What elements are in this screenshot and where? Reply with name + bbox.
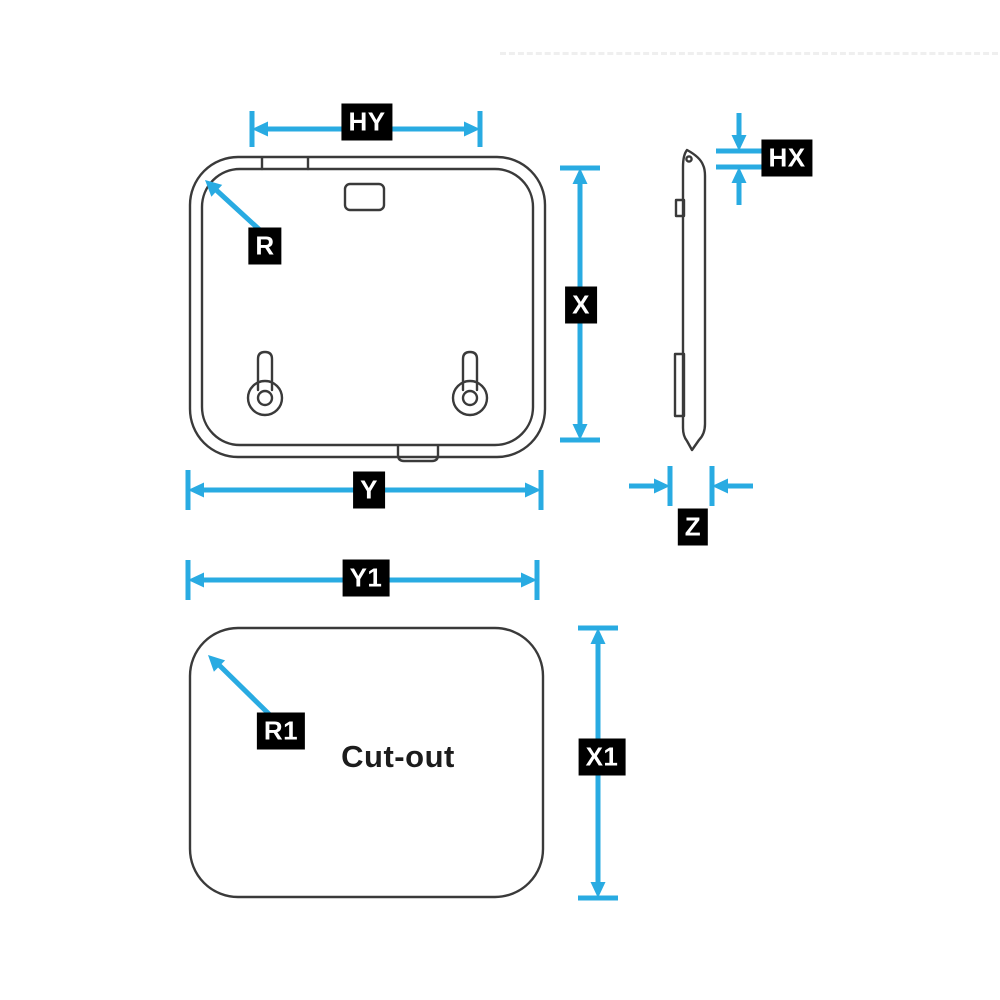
dim-label-hx: HX (761, 139, 813, 177)
hx-arrow-down (731, 135, 747, 151)
hx-dimension-lines (716, 113, 764, 205)
hatch-latch-window (343, 182, 386, 212)
keyhole-right-outer-circle (451, 379, 489, 417)
r-leader-line (212, 186, 264, 234)
side-small-bracket (674, 198, 686, 218)
dim-label-z: Z (677, 508, 709, 546)
side-view-drawing (673, 148, 707, 452)
r-arrowhead (205, 180, 223, 197)
hy-arrow-left (252, 121, 268, 137)
z-dimension-lines (629, 466, 753, 506)
side-profile-outline (681, 148, 707, 452)
r-leader (205, 180, 264, 234)
dim-label-y1: Y1 (342, 559, 390, 597)
hx-dimension (716, 113, 764, 205)
dim-label-r: R (248, 227, 282, 265)
hx-arrow-up (731, 167, 747, 183)
front-view-drawing (188, 155, 547, 463)
r1-arrowhead (208, 655, 226, 672)
dim-label-x1: X1 (578, 738, 626, 776)
z-arrow-left (712, 478, 728, 494)
keyhole-left-inner-circle (256, 389, 274, 407)
dim-label-r1: R1 (256, 712, 306, 750)
keyhole-right-slot (461, 350, 479, 392)
x1-arrow-bottom (590, 882, 606, 898)
hatch-top-hinge-tab (260, 156, 310, 171)
scan-artifact-dashes (500, 52, 998, 55)
y1-arrow-right (521, 572, 537, 588)
cutout-text-label: Cut-out (341, 739, 455, 774)
x-arrow-top (572, 168, 588, 184)
keyhole-left-outer-circle (246, 379, 284, 417)
x1-arrow-top (590, 628, 606, 644)
hy-arrow-right (464, 121, 480, 137)
dim-label-x: X (565, 286, 597, 324)
r1-leader (208, 655, 274, 719)
dim-label-hy: HY (341, 103, 393, 141)
side-hinge-pin (685, 155, 693, 163)
keyhole-right-inner-circle (461, 389, 479, 407)
hatch-inner-frame (200, 167, 535, 447)
hatch-outer-frame (188, 155, 547, 459)
r1-leader-line (216, 662, 274, 719)
x-dimension (560, 165, 600, 443)
keyhole-left-slot (256, 350, 274, 392)
dim-label-y: Y (353, 471, 385, 509)
y-arrow-right (525, 482, 541, 498)
z-dimension (629, 466, 753, 506)
side-handle-bracket (673, 352, 686, 418)
hatch-bottom-tab (396, 444, 440, 463)
y-arrow-left (188, 482, 204, 498)
x-arrow-bottom (572, 424, 588, 440)
cutout-outline (188, 626, 545, 899)
y1-arrow-left (188, 572, 204, 588)
z-arrow-right (654, 478, 670, 494)
cutout-drawing (188, 626, 545, 899)
